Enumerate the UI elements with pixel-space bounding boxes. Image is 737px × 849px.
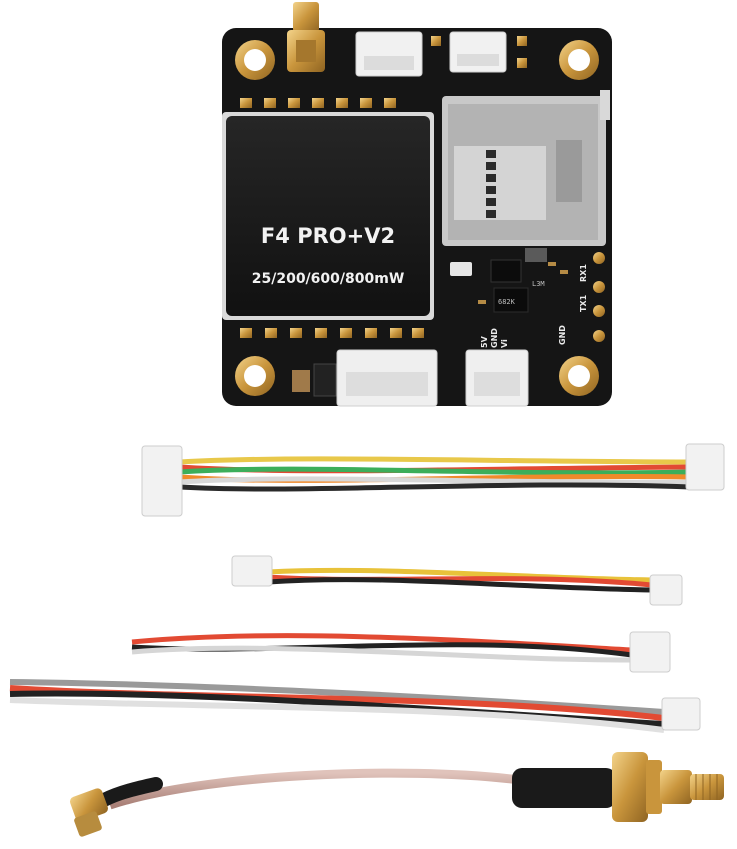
power-levels: 25/200/600/800mW: [252, 271, 405, 287]
cable-6pin: [141, 443, 725, 517]
sd-card-slot: [442, 90, 610, 246]
pad-label-rx1: RX1: [579, 264, 588, 282]
mounting-hole-icon: [559, 356, 599, 396]
connector-bottom-1: [336, 349, 438, 407]
pad-label-gnd2: GND: [490, 328, 499, 348]
cable-pigtail-2: [9, 679, 701, 733]
mmcx-connector: [287, 2, 325, 72]
connector-6pin-right: [685, 443, 725, 491]
cable-pigtail-1: [131, 631, 671, 673]
pad-label-vi: Vi: [500, 339, 509, 348]
board-title: F4 PRO+V2: [261, 224, 395, 248]
heat-shrink: [512, 768, 616, 808]
barometer-chip: [450, 262, 472, 276]
regulator-chip: [490, 259, 522, 283]
connector-3pin-left: [231, 555, 273, 587]
pad-label-gnd: GND: [558, 325, 567, 345]
sma-connector: [612, 752, 724, 822]
connector-6pin-left: [141, 445, 183, 517]
connector-pigtail-1: [629, 631, 671, 673]
connector-3pin-right: [649, 574, 683, 606]
chip-marking-2: 682K: [498, 298, 516, 306]
mmcx-plug: [69, 788, 109, 837]
pad-label-tx1: TX1: [579, 294, 588, 312]
inductor-chip: [493, 287, 529, 313]
uart-pads: [593, 252, 605, 342]
chip-marking: L3M: [532, 280, 545, 288]
connector-top-1: [355, 31, 423, 77]
pad-row-top: [240, 98, 396, 108]
capacitor: [292, 370, 310, 392]
mounting-hole-icon: [559, 40, 599, 80]
antenna-pigtail: [69, 752, 724, 837]
vtx-board: F4 PRO+V2 25/200/600/800mW: [222, 2, 612, 407]
connector-bottom-2: [465, 349, 529, 407]
mounting-hole-icon: [235, 40, 275, 80]
pad-row-bottom: [240, 328, 424, 338]
connector-pigtail-2: [661, 697, 701, 731]
coax-cable: [108, 768, 521, 810]
connector-top-2: [449, 31, 507, 73]
mounting-hole-icon: [235, 356, 275, 396]
rf-shield: F4 PRO+V2 25/200/600/800mW: [222, 112, 434, 320]
cable-3pin-signal: [231, 555, 683, 606]
diode: [313, 363, 337, 397]
pad-label-5v: 5V: [480, 335, 489, 348]
